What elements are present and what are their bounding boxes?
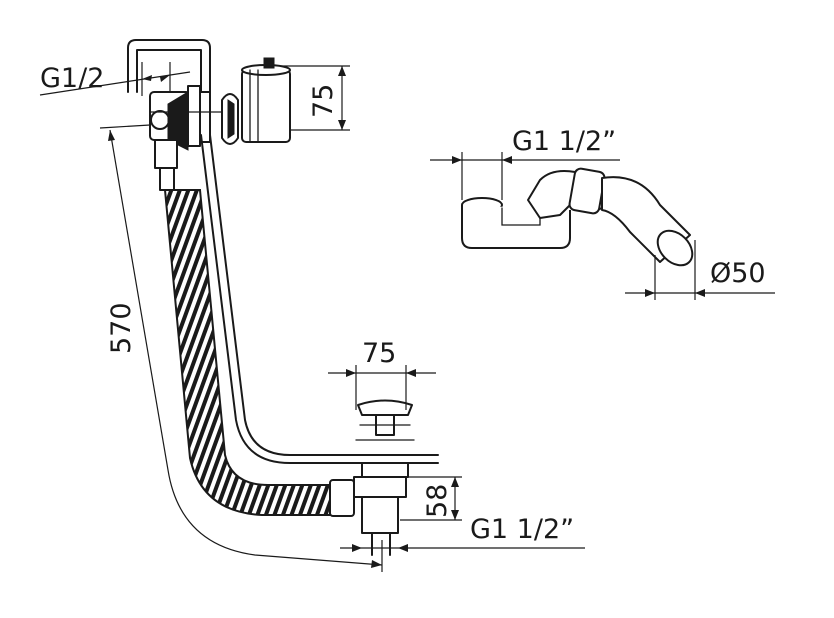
trap-outlet <box>656 229 694 267</box>
dim-trap-outlet-diameter: Ø50 <box>625 240 775 300</box>
waste-body <box>361 462 409 478</box>
dim-trap-inlet-thread: G1 1/2” <box>430 126 620 200</box>
waste-nut <box>329 479 355 517</box>
dim-overflow-thread: G1/2 <box>39 62 191 96</box>
label-waste-height: 58 <box>422 484 453 518</box>
label-overflow-height: 75 <box>308 84 339 118</box>
dim-total-length: 570 <box>99 124 383 572</box>
overflow-assembly <box>127 39 291 191</box>
dim-overflow-height: 75 <box>280 65 350 131</box>
overflow-riser-tube <box>127 39 211 136</box>
overflow-flange-outer <box>199 91 211 143</box>
overflow-flange <box>187 85 201 147</box>
waste-plug <box>357 399 413 416</box>
waste-assembly <box>329 399 439 556</box>
dim-waste-width: 75 <box>328 338 436 410</box>
bath-trap <box>461 167 694 267</box>
waste-outlet <box>361 496 399 534</box>
overflow-cap <box>241 69 291 143</box>
overflow-return-pipe <box>209 134 373 456</box>
label-waste-width: 75 <box>362 338 396 369</box>
label-trap-outlet-diameter: Ø50 <box>710 258 766 289</box>
label-trap-inlet-thread: G1 1/2” <box>512 126 616 157</box>
label-total-length: 570 <box>106 302 137 354</box>
label-overflow-thread: G1/2 <box>40 63 104 94</box>
trap-union-nut <box>568 167 606 215</box>
dim-waste-outlet-thread: G1 1/2” <box>340 514 585 552</box>
flexible-hose-outer <box>163 189 331 516</box>
dim-waste-height: 58 <box>400 476 462 521</box>
overflow-valve-wedge <box>167 91 189 151</box>
overflow-stem <box>154 139 178 169</box>
flexible-hose <box>163 134 373 516</box>
overflow-valve-knob <box>150 110 170 130</box>
label-waste-outlet-thread: G1 1/2” <box>470 514 574 545</box>
